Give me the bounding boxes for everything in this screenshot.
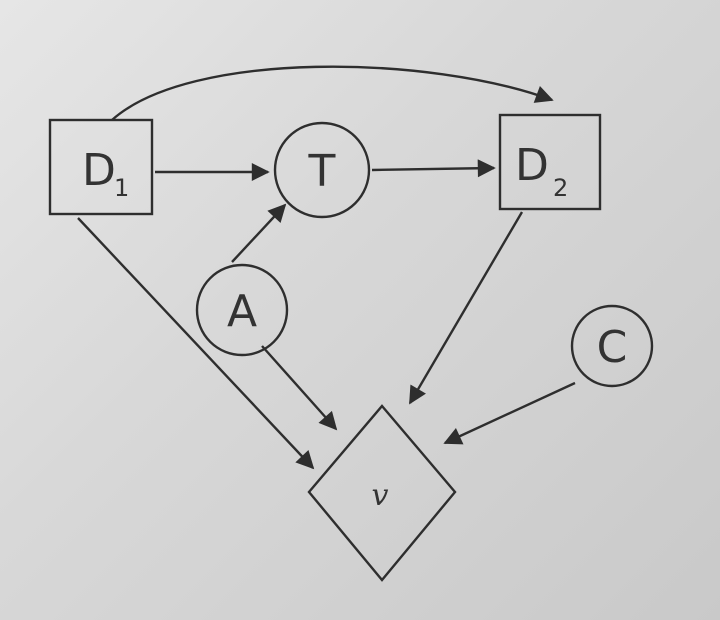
chance-circle-a [195,263,289,357]
node-d1-subscript: 1 [114,174,129,202]
edge-a-to-t [231,203,287,263]
node-d1: D 1 [48,118,154,216]
node-v: v [307,404,457,582]
edges [77,65,576,470]
node-d2-label: D [515,140,549,191]
node-d2-subscript: 2 [553,174,568,202]
node-a-label: A [227,286,257,337]
node-t-label: T [308,146,336,197]
decision-square-d1 [48,118,154,216]
node-c-label: C [597,322,628,373]
edge-d1-to-v [77,217,315,470]
chance-circle-t [273,121,371,219]
node-v-label: v [372,478,389,513]
edge-d1-to-d2 [111,65,554,121]
node-d2: D 2 [498,113,602,211]
edge-a-to-v [261,345,338,431]
node-d1-label: D [82,145,116,196]
edge-t-to-d2 [371,159,496,178]
edge-d2-to-v [408,211,524,405]
node-a: A [195,263,289,357]
edge-c-to-v [443,381,576,445]
utility-diamond-v [307,404,457,582]
chance-circle-c [570,304,654,388]
node-c: C [570,304,654,388]
node-t: T [273,121,371,219]
decision-square-d2 [498,113,602,211]
